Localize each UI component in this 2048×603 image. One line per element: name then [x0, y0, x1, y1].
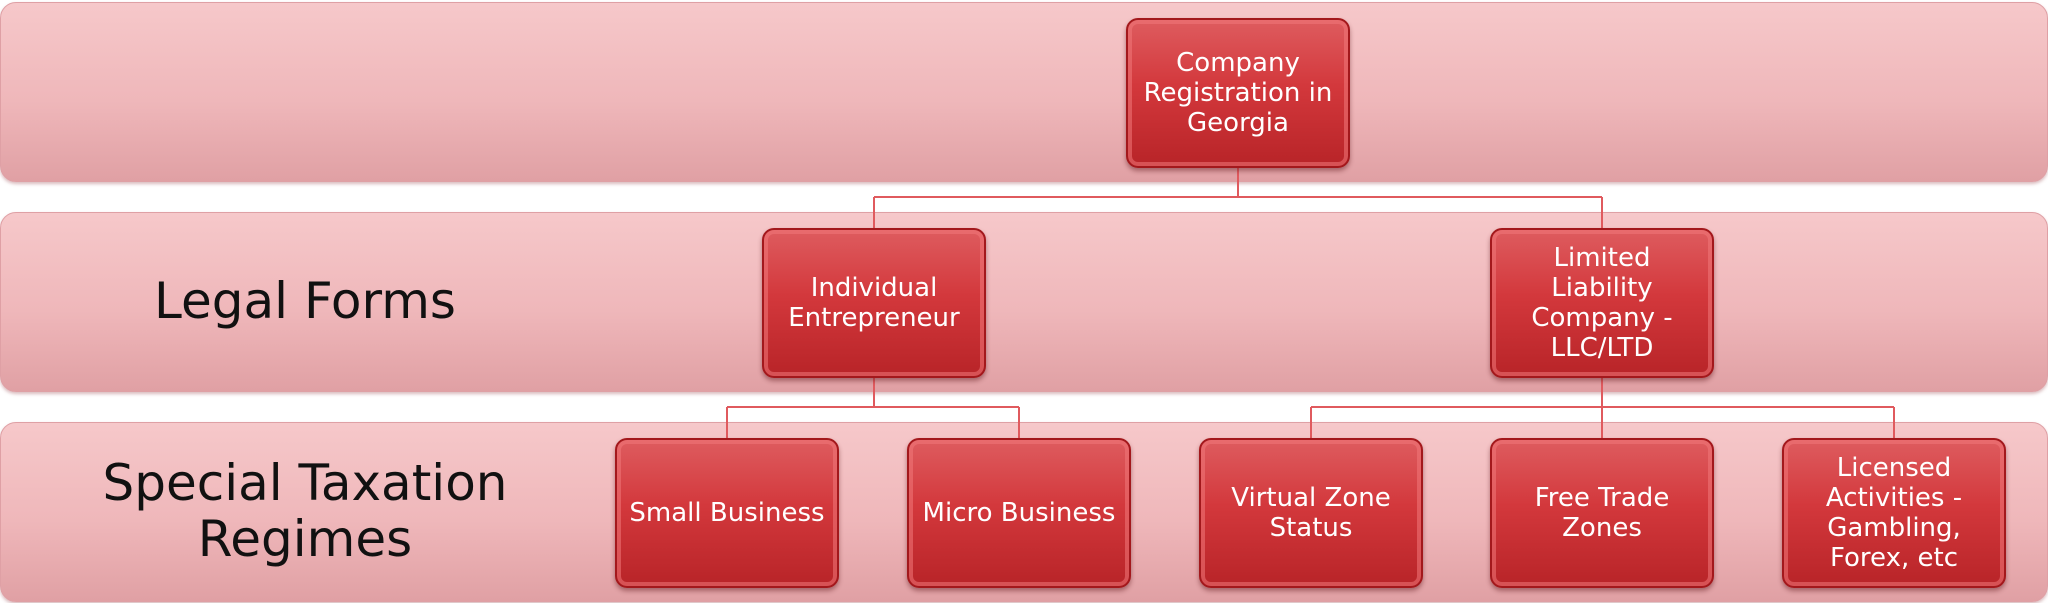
node-small-business: Small Business [615, 438, 839, 588]
node-licensed-activities: Licensed Activities - Gambling, Forex, e… [1782, 438, 2006, 588]
node-virtual-zone-status: Virtual Zone Status [1199, 438, 1423, 588]
node-company-registration: Company Registration in Georgia [1126, 18, 1350, 168]
level-band-top [0, 2, 2048, 182]
node-individual-entrepreneur: Individual Entrepreneur [762, 228, 986, 378]
node-micro-business: Micro Business [907, 438, 1131, 588]
node-free-trade-zones: Free Trade Zones [1490, 438, 1714, 588]
level-label-legal-forms: Legal Forms [154, 272, 456, 330]
node-limited-liability-company: Limited Liability Company - LLC/LTD [1490, 228, 1714, 378]
level-label-special-taxation: Special Taxation Regimes [102, 454, 508, 568]
